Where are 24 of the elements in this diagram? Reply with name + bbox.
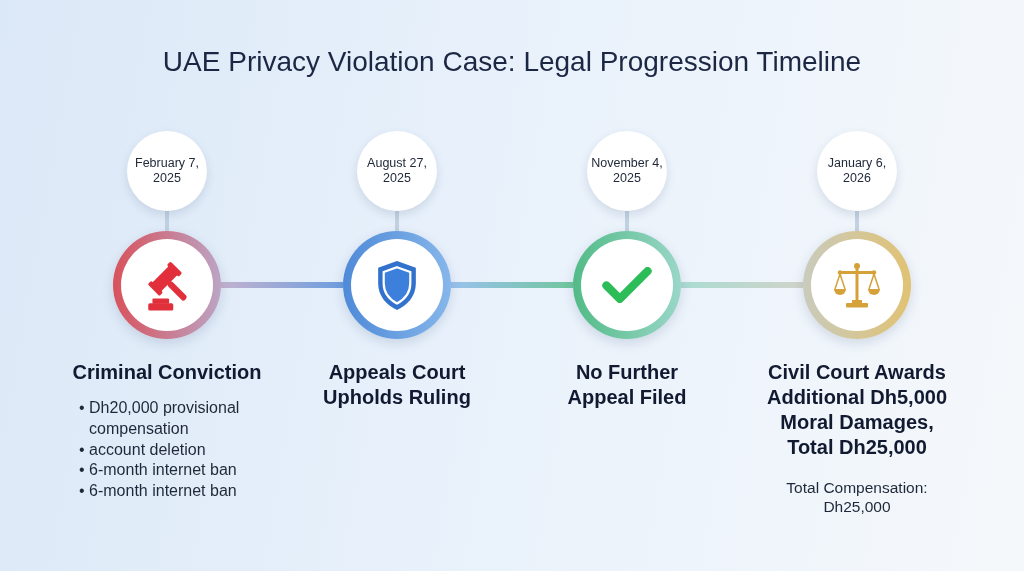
date-label: February 7, 2025 (134, 156, 200, 186)
date-bubble (587, 131, 667, 211)
event-title: No Further Appeal Filed (566, 360, 688, 410)
connector-line (681, 282, 803, 288)
bullet-item: • account deletion (79, 439, 207, 460)
date-bubble (817, 131, 897, 211)
connector-line (625, 211, 629, 231)
note-text: Total Compensation: Dh25,000 (785, 478, 929, 516)
event-title: Criminal Conviction (72, 360, 262, 385)
date-bubble (357, 131, 437, 211)
event-title: Civil Court Awards Additional Dh5,000 Moral Damages, Total Dh25,000 (766, 360, 948, 460)
event-title: Appeals Court Upholds Ruling (322, 360, 472, 410)
connector-line (451, 282, 573, 288)
date-label: January 6, 2026 (826, 156, 888, 186)
connector-line (855, 211, 859, 231)
connector-line (221, 282, 343, 288)
bullet-item: • 6-month internet ban (79, 460, 238, 481)
bullet-item: • Dh20,000 provisional compensation (79, 398, 241, 439)
diagram-title: UAE Privacy Violation Case: Legal Progression Timeline (162, 46, 862, 78)
date-label: August 27, 2025 (366, 156, 428, 186)
date-label: November 4, 2025 (590, 156, 664, 186)
date-bubble (127, 131, 207, 211)
bullet-item: • 6-month internet ban (79, 481, 238, 502)
connector-line (395, 211, 399, 231)
